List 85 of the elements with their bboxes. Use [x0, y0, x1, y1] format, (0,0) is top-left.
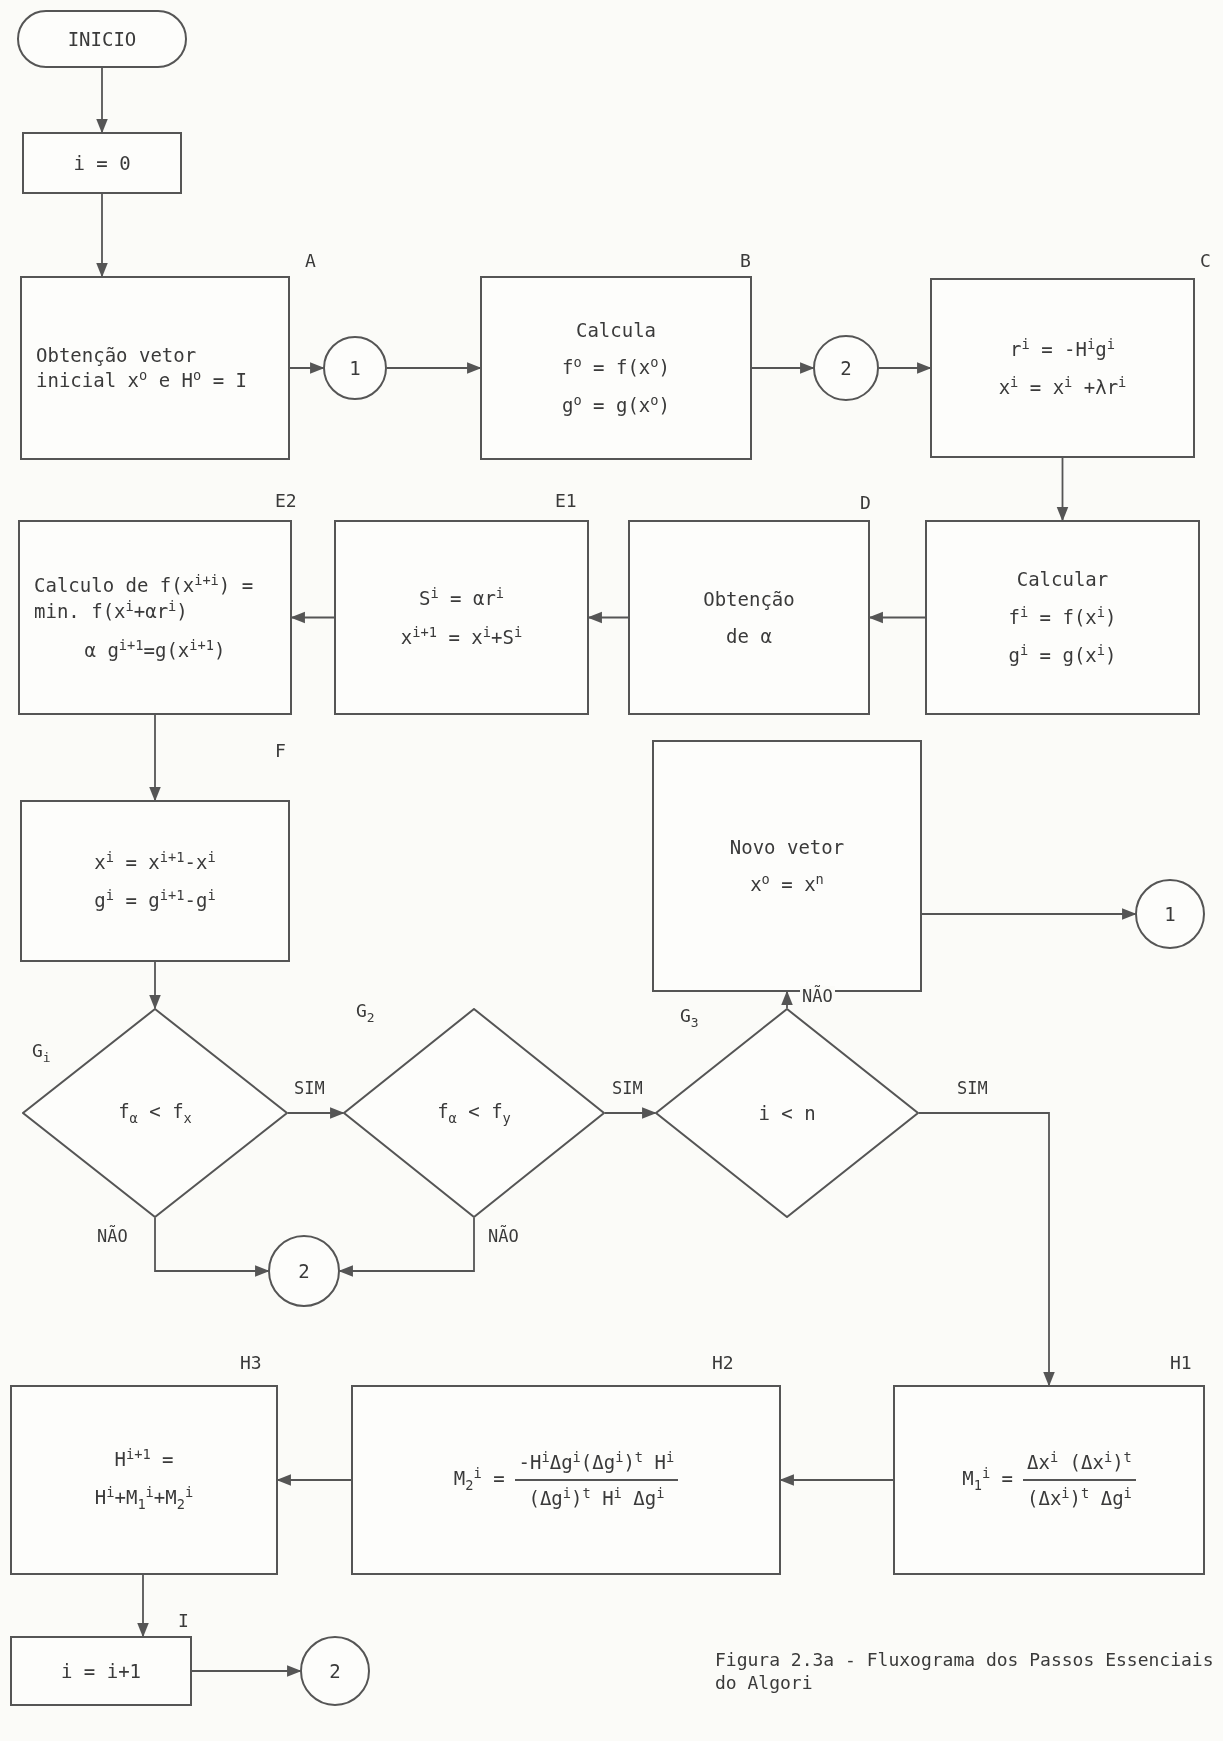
node-label: H1 — [1170, 1352, 1192, 1373]
node-label: A — [305, 250, 316, 271]
figure-caption: Figura 2.3a - Fluxograma dos Passos Essenciais do Algori — [715, 1648, 1215, 1695]
node-text: x$^{i}$ = x$^{i+1}$-x$^{i}$ — [94, 849, 216, 875]
process-box — [930, 278, 1195, 458]
arrow — [191, 1665, 302, 1677]
connector-circle — [323, 336, 387, 400]
node-label: H2 — [712, 1352, 734, 1373]
node-text: 1 — [349, 355, 361, 381]
process-box — [628, 520, 870, 715]
arrow — [921, 908, 1137, 920]
node-text: 2 — [329, 1658, 341, 1684]
node-text: f$_{α}$ < f$_{x}$ — [118, 1098, 192, 1128]
arrow — [338, 1217, 475, 1277]
node-text: f$^{i}$ = f(x$^{i}$) — [1008, 603, 1117, 630]
process-box — [10, 1385, 278, 1575]
process-box — [10, 1636, 192, 1706]
node-text: f$_{α}$ < f$_{y}$ — [437, 1098, 511, 1128]
arrow — [96, 193, 108, 278]
node-label: B — [740, 250, 751, 271]
arrow — [287, 1107, 345, 1119]
arrow — [386, 362, 482, 374]
node-text: x$^{o}$ = x$^{n}$ — [750, 871, 824, 898]
node-label: H3 — [240, 1352, 262, 1373]
node-label: I — [178, 1610, 189, 1631]
node-label: E1 — [555, 490, 577, 511]
node-text: Calculo de f(x$^{i+i}$) = min. f(x$^{i}$+αr$^{i}$) — [34, 572, 255, 625]
node-text: M$_{1}$$^{i}$ = — [962, 1465, 1013, 1495]
arrow — [149, 961, 161, 1010]
process-box — [480, 276, 752, 460]
process-box — [20, 800, 290, 962]
node-text: (Δx$^{i}$)$^{t}$ Δg$^{i}$ — [1026, 1484, 1133, 1511]
process-box — [334, 520, 589, 715]
node-text: α g$^{i+1}$=g(x$^{i+1}$) — [84, 636, 226, 663]
node-label: G$_{i}$ — [32, 1040, 51, 1065]
node-text: g$^{i}$ = g(x$^{i}$) — [1008, 641, 1117, 668]
node-text: INICIO — [67, 26, 137, 52]
node-label: C — [1200, 250, 1211, 271]
node-text: M$_{2}$$^{i}$ = — [453, 1465, 505, 1495]
arrow — [878, 362, 932, 374]
arrow — [96, 67, 108, 134]
node-text: S$^{i}$ = αr$^{i}$ — [418, 585, 505, 612]
node-text: i = i+1 — [60, 1658, 142, 1684]
arrow — [154, 1217, 270, 1277]
node-text: (Δg$^{i}$)$^{t}$ H$^{i}$ Δg$^{i}$ — [527, 1484, 666, 1511]
node-text: de α — [726, 623, 772, 649]
node-text: i < n — [758, 1100, 816, 1126]
node-text: x$^{i}$ = x$^{i}$ +λr$^{i}$ — [998, 374, 1127, 400]
node-text: 1 — [1164, 901, 1176, 927]
arrow — [289, 362, 325, 374]
process-box — [20, 276, 290, 460]
terminal-box — [17, 10, 187, 68]
node-label: G$_{2}$ — [356, 1000, 375, 1025]
arrow — [781, 990, 793, 1009]
node-text: H$^{i+1}$ = — [114, 1446, 174, 1473]
node-text: i = 0 — [73, 150, 131, 176]
node-text: Novo vetor — [729, 834, 845, 860]
node-text: -H$^{i}$Δg$^{i}$(Δg$^{i}$)$^{t}$ H$^{i}$ — [514, 1449, 679, 1481]
node-text: g$^{o}$ = g(x$^{o}$) — [562, 392, 670, 419]
node-text: g$^{i}$ = g$^{i+1}$-g$^{i}$ — [94, 887, 216, 913]
node-label: G$_{3}$ — [680, 1005, 699, 1030]
node-text: Obtenção — [703, 586, 795, 612]
arrow — [137, 1574, 149, 1638]
process-box — [893, 1385, 1205, 1575]
arrow — [604, 1107, 657, 1119]
node-text: x$^{i+1}$ = x$^{i}$+S$^{i}$ — [400, 623, 523, 650]
node-label: F — [275, 740, 286, 761]
node-text: Obtenção vetor inicial x$^{o}$ e H$^{o}$ = I — [36, 342, 248, 394]
process-box — [22, 132, 182, 194]
arrow — [751, 362, 815, 374]
node-label: D — [860, 492, 871, 513]
node-text: 2 — [840, 355, 852, 381]
arrow — [1056, 457, 1069, 522]
arrow — [918, 1112, 1055, 1387]
node-text: Δx$^{i}$ (Δx$^{i}$)$^{t}$ — [1023, 1449, 1136, 1481]
node-text: 2 — [298, 1258, 310, 1284]
node-text: r$^{i}$ = -H$^{i}$g$^{i}$ — [1010, 336, 1115, 362]
node-label: E2 — [275, 490, 297, 511]
node-text: f$^{o}$ = f(x$^{o}$) — [562, 354, 670, 381]
process-box — [351, 1385, 781, 1575]
process-box — [18, 520, 292, 715]
node-text: Calcula — [575, 317, 657, 343]
arrow — [149, 714, 161, 802]
node-text: Calcular — [1016, 567, 1109, 592]
process-box — [925, 520, 1200, 715]
